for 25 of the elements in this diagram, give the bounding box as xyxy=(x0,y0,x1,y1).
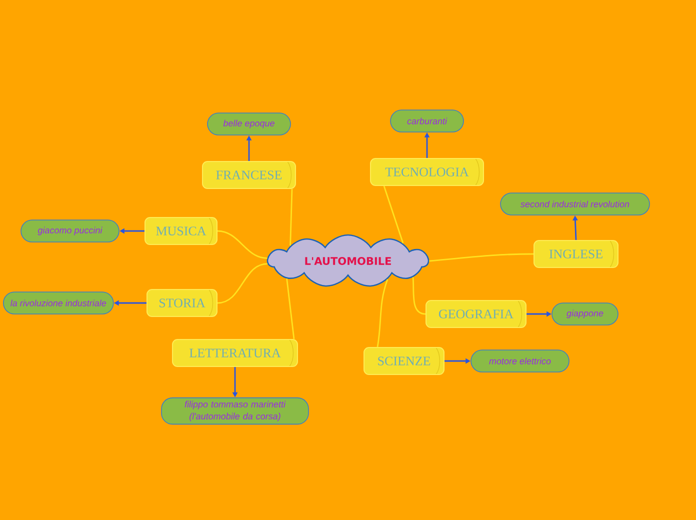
connector-line xyxy=(290,188,293,246)
central-cloud: L'AUTOMOBILE xyxy=(266,234,430,287)
note-box: giacomo puccini xyxy=(20,220,120,242)
note-box: motore elettrico xyxy=(470,350,570,372)
topic-box: GEOGRAFIA xyxy=(426,300,526,328)
note-box: la rivoluzione industriale xyxy=(3,292,114,314)
connector-line xyxy=(383,186,404,244)
connector-line xyxy=(286,278,295,340)
connector-line xyxy=(217,263,268,304)
topic-box: MUSICA xyxy=(144,217,218,245)
note-box: filippo tommaso marinetti (l'automobile da corsa) xyxy=(161,397,309,425)
topic-box: SCIENZE xyxy=(364,347,444,375)
topic-box: TECNOLOGIA xyxy=(370,158,484,186)
note-box: carburanti xyxy=(390,110,464,132)
topic-box: INGLESE xyxy=(534,240,618,268)
topic-box: FRANCESE xyxy=(202,161,296,189)
note-box: belle epoque xyxy=(207,112,291,136)
note-box: second industrial revolution xyxy=(500,192,650,216)
connector-line xyxy=(376,279,388,348)
topic-box: LETTERATURA xyxy=(172,339,298,367)
connector-line xyxy=(429,253,534,262)
topic-box: STORIA xyxy=(146,289,218,317)
connector-line xyxy=(412,277,426,315)
note-box: giappone xyxy=(552,302,618,326)
connector-line xyxy=(217,230,268,259)
